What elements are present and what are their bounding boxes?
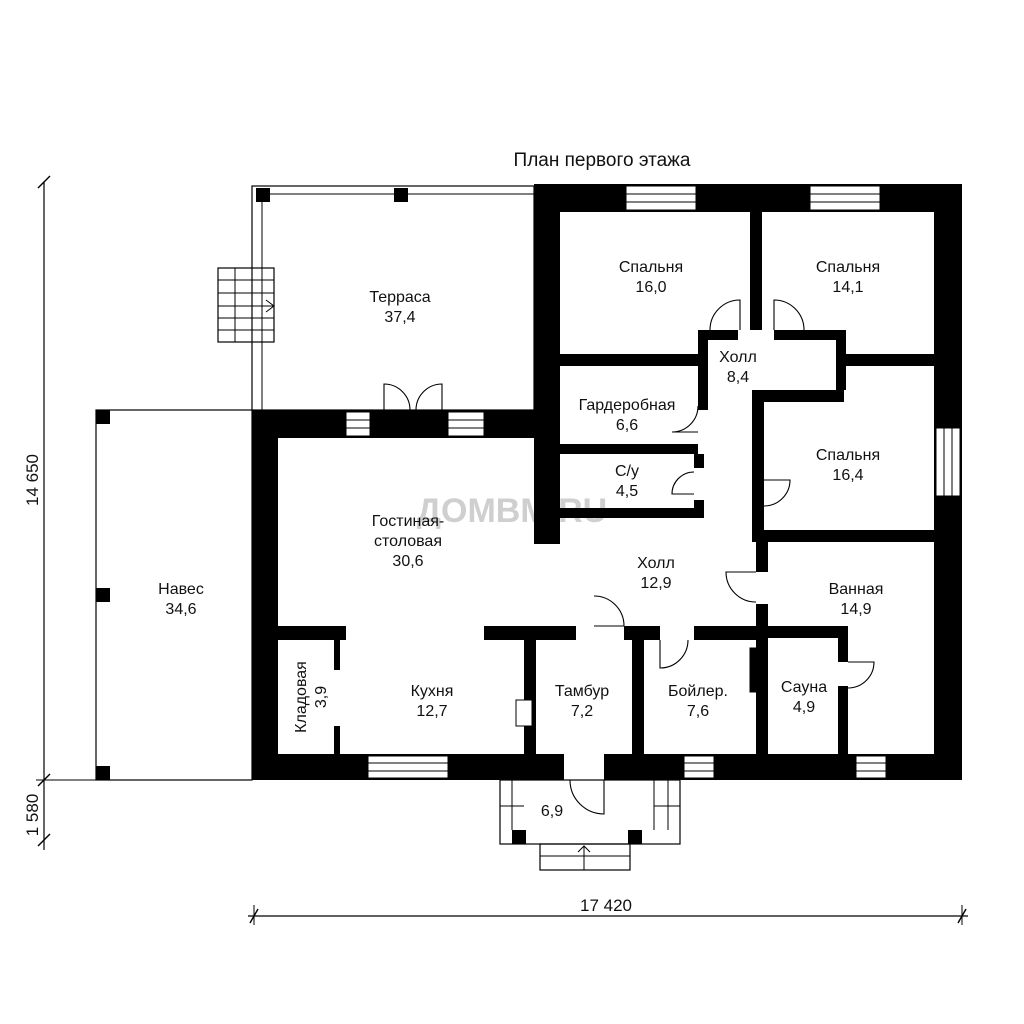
room-bath-name: Ванная [829, 581, 884, 598]
room-kitchen-name: Кухня [411, 683, 454, 700]
windows [345, 185, 961, 779]
room-hall-main-name: Холл [637, 555, 675, 572]
plan-title: План первого этажа [514, 150, 691, 171]
dimension-left [36, 175, 96, 850]
dimension-porch-label: 1 580 [23, 794, 42, 837]
room-living-name: Гостиная- [372, 513, 444, 530]
dimension-bottom [248, 905, 968, 925]
room-bath-area: 14,9 [840, 601, 871, 618]
room-terrace-name: Терраса [369, 289, 430, 306]
walls [252, 184, 962, 780]
room-labels: Терраса 37,4 Спальня 16,0 Спальня 14,1 Х… [158, 259, 883, 820]
doors [383, 299, 875, 815]
room-hall-small-area: 8,4 [727, 369, 749, 386]
room-boiler-area: 7,6 [687, 703, 709, 720]
room-bedroom1-area: 16,0 [635, 279, 666, 296]
room-bedroom2-name: Спальня [816, 259, 880, 276]
room-bedroom1-name: Спальня [619, 259, 683, 276]
room-boiler-name: Бойлер. [668, 683, 728, 700]
room-hall-main-area: 12,9 [640, 575, 671, 592]
room-vestibule-area: 7,2 [571, 703, 593, 720]
room-kitchen-area: 12,7 [416, 703, 447, 720]
room-sauna-area: 4,9 [793, 699, 815, 716]
room-porch-area: 6,9 [541, 803, 563, 820]
room-hall-small-name: Холл [719, 349, 757, 366]
room-bedroom2-area: 14,1 [832, 279, 863, 296]
room-sauna-name: Сауна [781, 679, 827, 696]
room-vestibule-name: Тамбур [555, 683, 609, 700]
dimension-depth-label: 14 650 [23, 454, 42, 506]
room-bedroom3-name: Спальня [816, 447, 880, 464]
room-living-name2: столовая [374, 533, 442, 550]
room-terrace-area: 37,4 [384, 309, 415, 326]
room-wardrobe-area: 6,6 [616, 417, 638, 434]
room-canopy-area: 34,6 [165, 601, 196, 618]
dimension-width-label: 17 420 [580, 896, 632, 915]
entrance-porch [499, 779, 681, 871]
room-canopy-name: Навес [158, 581, 204, 598]
room-living-area: 30,6 [392, 553, 423, 570]
room-wardrobe-name: Гардеробная [579, 397, 676, 414]
room-pantry-name: Кладовая [293, 661, 310, 733]
room-pantry-area: 3,9 [313, 686, 330, 708]
room-wc-name: С/у [615, 463, 639, 480]
room-bedroom3-area: 16,4 [832, 467, 863, 484]
room-wc-area: 4,5 [616, 483, 638, 500]
